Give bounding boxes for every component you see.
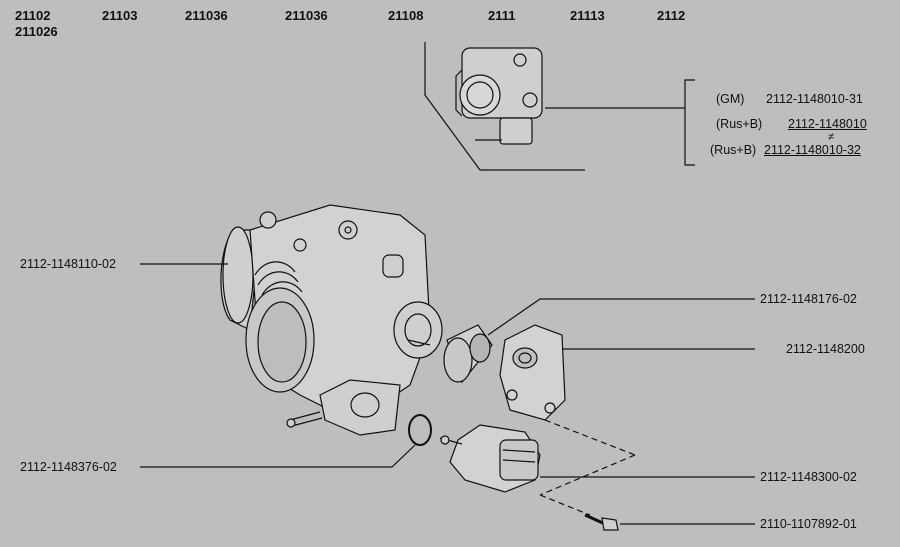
variant-prefix-2: (Rus+B): [716, 117, 763, 131]
assembly-dashes: [539, 419, 636, 516]
leader-seal-ring: [140, 444, 416, 468]
throttle-body-drawing: [220, 204, 443, 436]
screw-drawing: [584, 513, 619, 531]
model-211026: 211026: [15, 24, 58, 39]
seal-ring-drawing: [408, 414, 432, 446]
variant-bracket: [684, 79, 695, 166]
variant-part-3: 2112-1148010-32: [764, 143, 861, 157]
model-211036-b: 211036: [285, 8, 328, 23]
label-screw: 2110-1107892-01: [760, 517, 857, 531]
label-spacer: 2112-1148176-02: [760, 292, 857, 306]
not-equal-mark: ≠: [828, 131, 835, 143]
model-21113: 21113: [570, 8, 605, 23]
model-21103: 21103: [102, 8, 138, 23]
label-throttle-body: 2112-1148110-02: [20, 257, 116, 271]
inset-throttle-body: [455, 47, 543, 145]
model-21108: 21108: [388, 8, 424, 23]
inset-frame: [424, 42, 585, 171]
model-2112: 2112: [657, 8, 686, 23]
variant-part-1: 2112-1148010-31: [766, 92, 863, 106]
variant-prefix-1: (GM): [716, 92, 745, 106]
idle-valve-drawing: [439, 424, 541, 493]
variant-prefix-3: (Rus+B): [710, 143, 757, 157]
variant-part-2: 2112-1148010: [788, 117, 867, 131]
model-211036-a: 211036: [185, 8, 228, 23]
label-position-sensor: 2112-1148200: [786, 342, 865, 356]
label-seal-ring: 2112-1148376-02: [20, 460, 117, 474]
model-2111: 2111: [488, 8, 516, 23]
spacer-drawing: [443, 324, 493, 384]
position-sensor-drawing: [499, 324, 566, 421]
label-idle-valve: 2112-1148300-02: [760, 470, 857, 484]
leader-spacer: [487, 298, 755, 336]
model-21102: 21102: [15, 8, 51, 23]
